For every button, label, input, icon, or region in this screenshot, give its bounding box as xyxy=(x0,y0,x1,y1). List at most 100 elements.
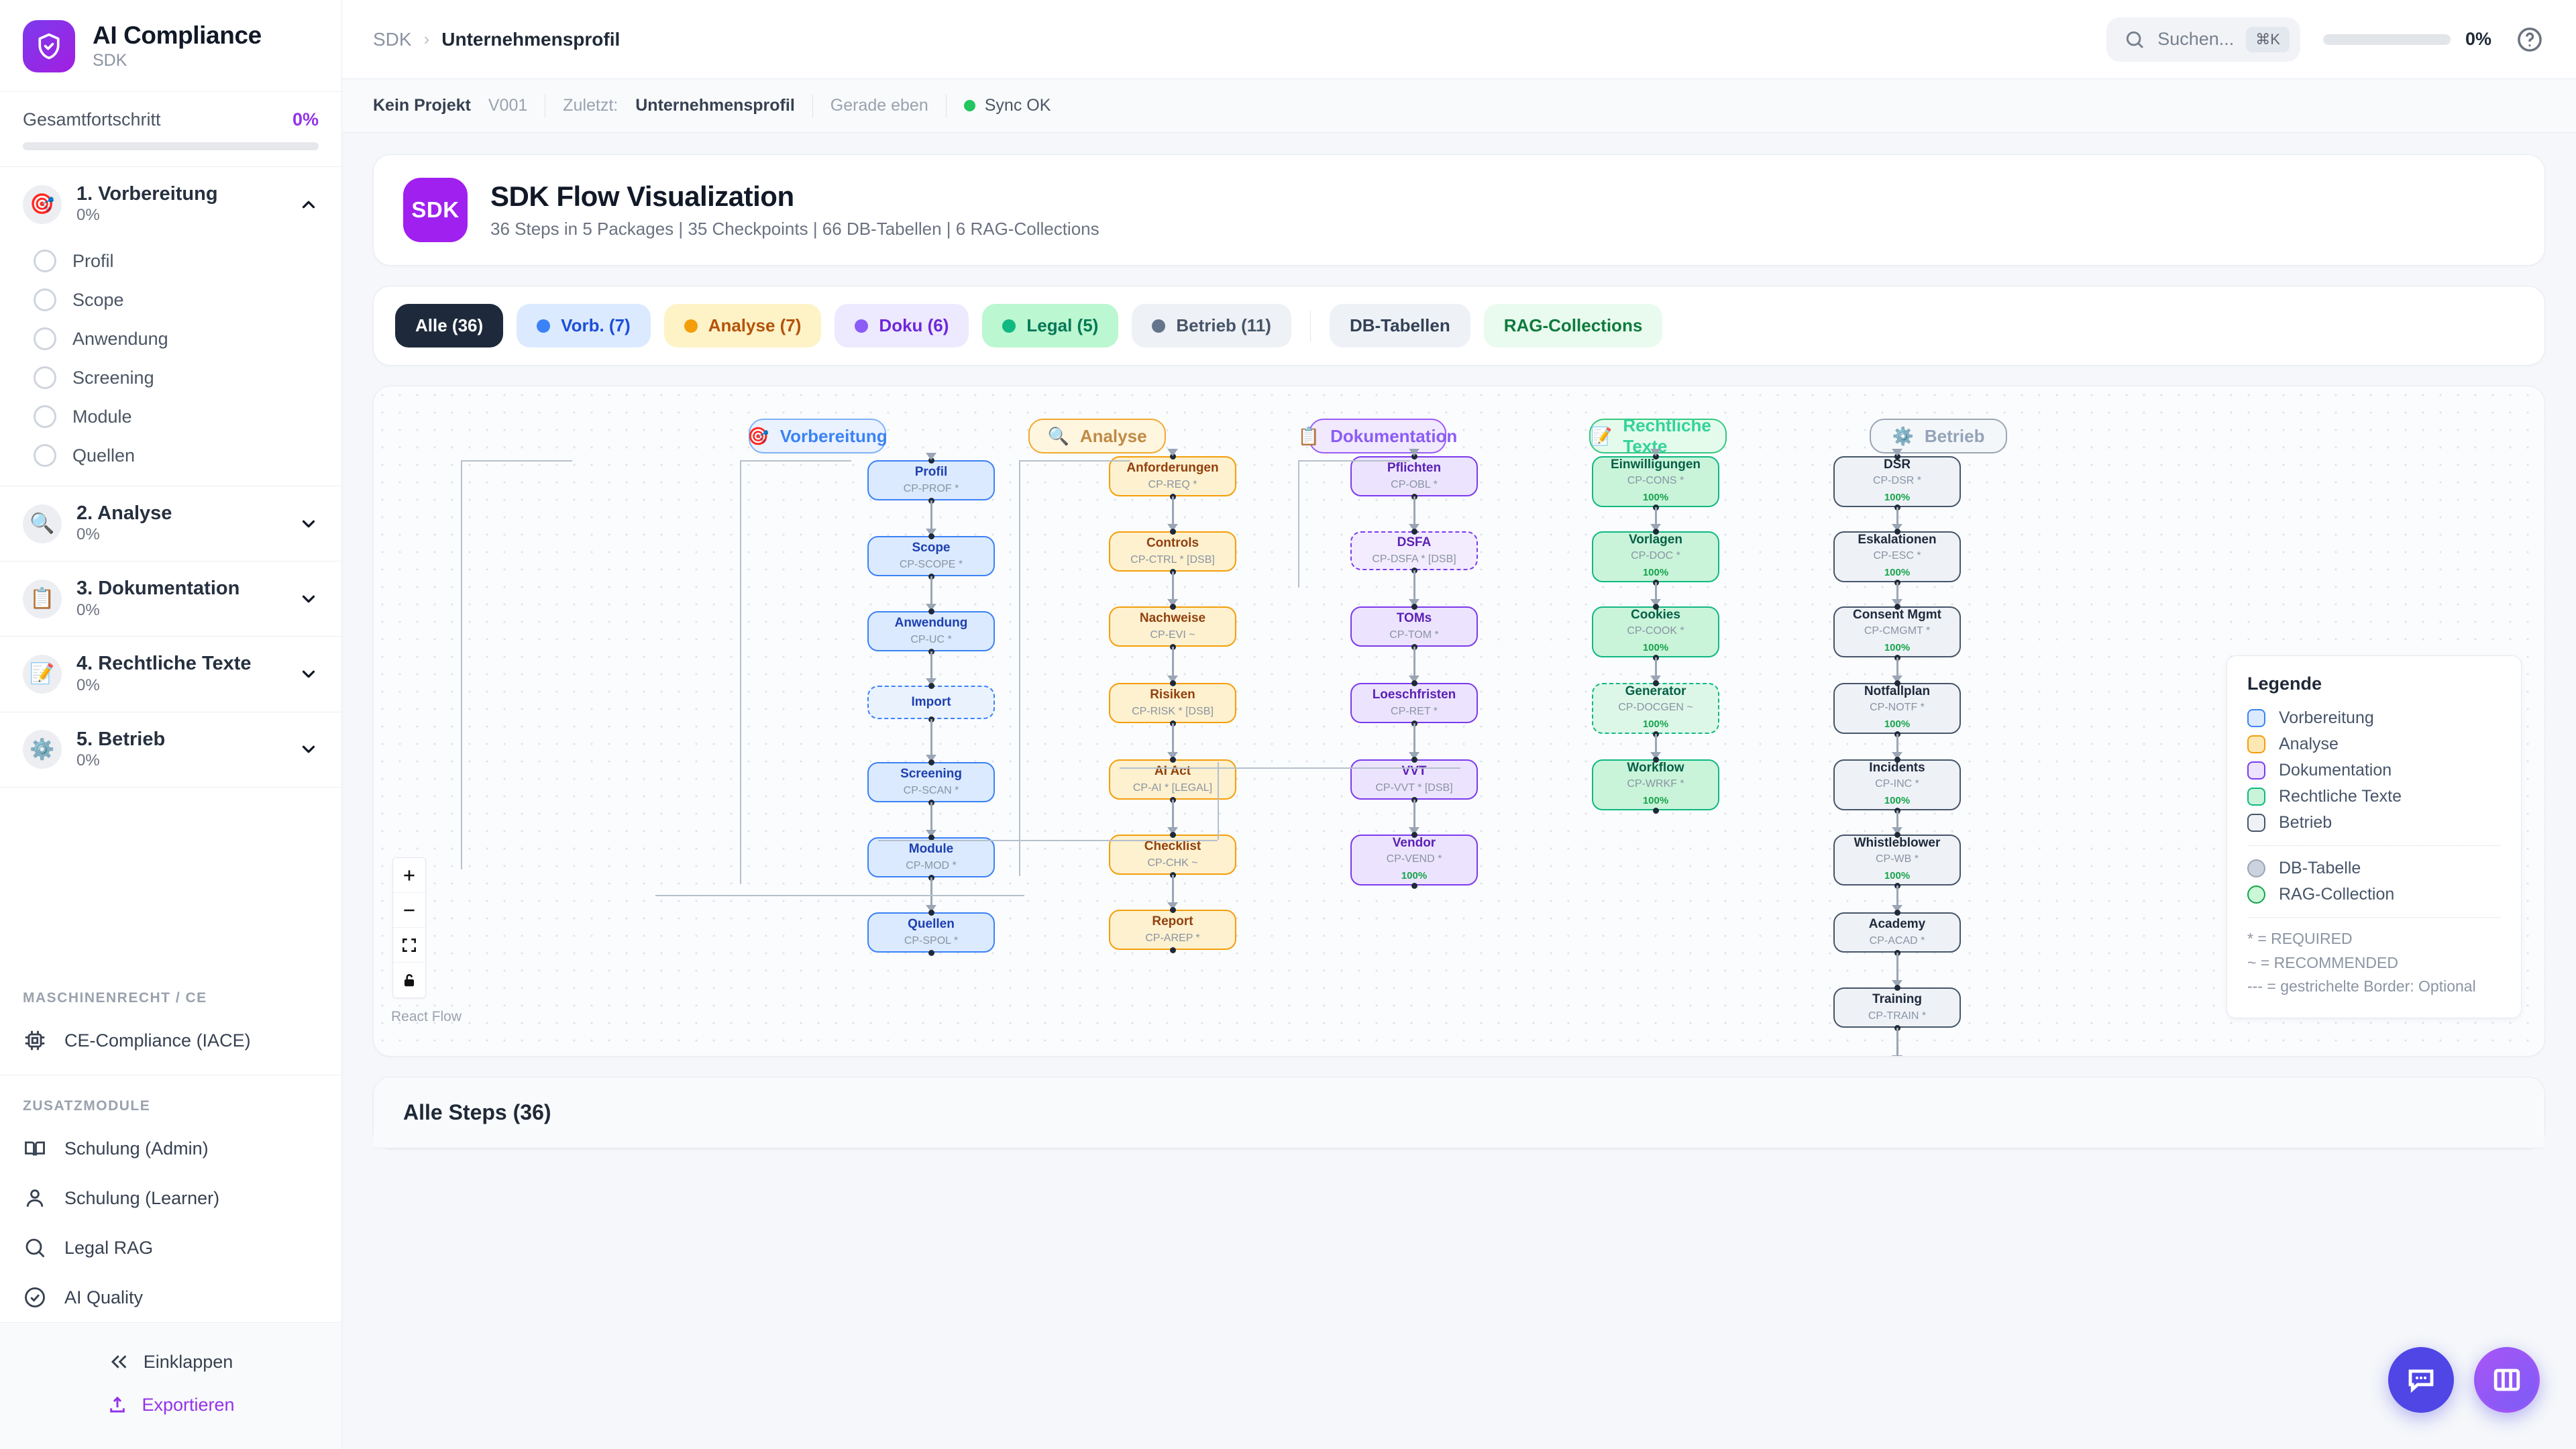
chevron-down-icon[interactable] xyxy=(296,511,321,537)
filter-chip-vorb[interactable]: Vorb. (7) xyxy=(517,304,651,347)
flow-node-name: Nachweise xyxy=(1139,611,1206,626)
filter-chip-label: Betrieb (11) xyxy=(1176,315,1271,335)
sidebar-item-legal-rag[interactable]: Legal RAG xyxy=(0,1223,341,1273)
flow-edge-arrow-icon xyxy=(1892,449,1902,456)
flow-node-import[interactable]: Import xyxy=(867,686,995,719)
flow-edge xyxy=(1171,572,1174,600)
flow-group-vorbereitung[interactable]: 🎯Vorbereitung xyxy=(747,419,888,453)
chevron-down-icon[interactable] xyxy=(296,737,321,762)
flow-node-port xyxy=(1169,528,1176,535)
flow-edge-arrow-icon xyxy=(1409,449,1419,456)
breadcrumb-root[interactable]: SDK xyxy=(373,28,412,50)
flow-node-progress-label: 100% xyxy=(1642,795,1669,807)
sidebar-item-label: Quellen xyxy=(72,445,136,466)
chevron-down-icon[interactable] xyxy=(296,586,321,612)
sidebar-item-ai-quality[interactable]: AI Quality xyxy=(0,1273,341,1322)
sidebar-item-quellen[interactable]: Quellen xyxy=(0,436,341,475)
fit-view-button[interactable] xyxy=(393,928,425,963)
zoom-in-button[interactable] xyxy=(393,858,425,893)
flow-node-checkpoint: CP-OBL * xyxy=(1391,478,1438,490)
filter-chip-legal[interactable]: Legal (5) xyxy=(982,304,1119,347)
flow-node-checkpoint: CP-VVT * [DSB] xyxy=(1375,782,1453,794)
flow-edge-arrow-icon xyxy=(1167,902,1178,910)
filter-chip-betrieb[interactable]: Betrieb (11) xyxy=(1132,304,1291,347)
last-edit-value: Unternehmensprofil xyxy=(635,96,795,115)
filter-chip-rag[interactable]: RAG-Collections xyxy=(1483,304,1663,347)
help-button[interactable] xyxy=(2514,24,2545,55)
sidebar-item-schulung-learner[interactable]: Schulung (Learner) xyxy=(0,1173,341,1223)
filter-chip-analyse[interactable]: Analyse (7) xyxy=(663,304,822,347)
filter-chip-db[interactable]: DB-Tabellen xyxy=(1329,304,1470,347)
sidebar-item-profil[interactable]: Profil xyxy=(0,241,341,280)
step-status-radio-icon xyxy=(34,250,56,273)
chat-fab-button[interactable] xyxy=(2388,1347,2454,1413)
flow-group-rechtliche[interactable]: 📝Rechtliche Texte xyxy=(1589,415,1727,456)
collapse-sidebar-button[interactable]: Einklappen xyxy=(0,1340,341,1383)
filter-chip-doku[interactable]: Doku (6) xyxy=(835,304,969,347)
export-button[interactable]: Exportieren xyxy=(0,1383,341,1426)
sidebar-item-screening[interactable]: Screening xyxy=(0,358,341,397)
chevron-up-icon[interactable] xyxy=(296,192,321,217)
sidebar-item-ce-compliance[interactable]: CE-Compliance (IACE) xyxy=(0,1016,341,1065)
header-progress: 0% xyxy=(2322,29,2491,50)
search-input[interactable]: Suchen... ⌘K xyxy=(2106,17,2300,62)
app-subtitle: SDK xyxy=(93,51,127,70)
flow-cross-edge xyxy=(1120,767,1460,769)
sidebar-item-scope[interactable]: Scope xyxy=(0,280,341,319)
sidebar-brand[interactable]: AI Compliance SDK xyxy=(0,0,341,92)
flow-canvas[interactable]: 🎯Vorbereitung 🔍Analyse 📋Dokumentation 📝Rech… xyxy=(373,386,2545,1057)
lock-toggle-button[interactable] xyxy=(393,963,425,998)
sidebar-item-module[interactable]: Module xyxy=(0,397,341,436)
zoom-out-button[interactable] xyxy=(393,893,425,928)
sidebar-item-anwendung[interactable]: Anwendung xyxy=(0,319,341,358)
flow-group-analyse[interactable]: 🔍Analyse xyxy=(1028,419,1166,453)
chevron-down-icon[interactable] xyxy=(296,661,321,687)
flow-edge xyxy=(1171,496,1174,525)
legend-divider xyxy=(2247,845,2501,847)
filter-chip-label: Alle (36) xyxy=(415,315,484,335)
sidebar-item-schulung-admin[interactable]: Schulung (Admin) xyxy=(0,1124,341,1173)
flow-group-dokumentation[interactable]: 📋Dokumentation xyxy=(1298,419,1457,453)
filter-chip-alle[interactable]: Alle (36) xyxy=(395,304,504,347)
panel-fab-button[interactable] xyxy=(2474,1347,2540,1413)
flow-group-betrieb[interactable]: ⚙️Betrieb xyxy=(1870,419,2007,453)
